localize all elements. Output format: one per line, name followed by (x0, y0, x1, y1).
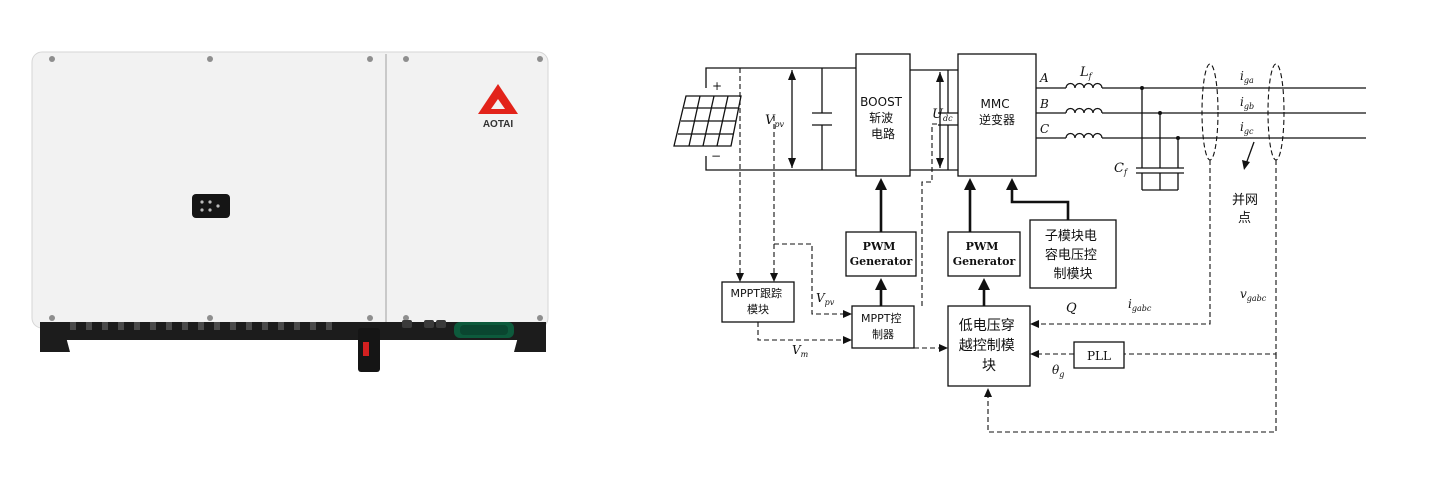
dashed-signal-lines (736, 68, 1277, 433)
vgabc-label: vgabc (1240, 287, 1267, 303)
pcc-label: 并网 点 (1232, 193, 1262, 226)
mppt-tracking-label: MPPT跟踪 模块 (731, 286, 786, 316)
reactive-power-label: Q (1066, 301, 1077, 316)
ac-output-connectors (402, 320, 446, 328)
phase-c-label: C (1040, 122, 1049, 136)
pll-block (1073, 341, 1125, 369)
mppt-controller-block (851, 305, 915, 349)
phase-b-label: B (1039, 97, 1049, 111)
boost-block-label: BOOST 斩波 电路 (860, 95, 906, 141)
brand-logo-text: AOTAI (483, 119, 514, 130)
mppt-tracking-block (721, 281, 795, 323)
inverter-screws (49, 56, 543, 321)
pwm-generator-mmc-block (947, 231, 1021, 277)
igc-label: igc (1240, 120, 1254, 136)
pv-plus-label: + (712, 79, 722, 93)
current-sensor-ellipse (1201, 63, 1219, 161)
iga-label: iga (1240, 69, 1254, 85)
filter-capacitor-label: Cf (1114, 161, 1129, 177)
filter-capacitors (1136, 86, 1184, 191)
filter-inductor-label: Lf (1079, 65, 1094, 81)
control-signal-arrows (875, 178, 1070, 306)
inverter-foot-left (40, 322, 70, 352)
vpv-feedback-label: Vpv (816, 291, 835, 307)
mmc-block-label: MMC 逆变器 (979, 97, 1015, 127)
igabc-label: igabc (1128, 297, 1152, 313)
vpv-arrow (788, 70, 796, 168)
vm-label: Vm (792, 343, 809, 359)
phase-a-label: A (1039, 71, 1049, 85)
inverter-foot-right (514, 322, 546, 352)
inverter-illustration: AOTAI (31, 51, 549, 372)
theta-label: θg (1052, 363, 1064, 379)
pll-label: PLL (1087, 349, 1111, 363)
pwm-generator-boost-block (845, 231, 917, 277)
submodule-voltage-control-label: 子模块电 容电压控 制模块 (1045, 229, 1101, 282)
dc-bus-wires (705, 67, 958, 171)
mppt-controller-label: MPPT控 制器 (861, 311, 905, 341)
led-display-icon (192, 194, 230, 218)
pcc-arrow (1242, 141, 1255, 170)
pv-panel-icon (673, 95, 742, 147)
pwm-generator-mmc-label: PWM Generator (953, 240, 1016, 268)
ac-phase-lines (1036, 82, 1366, 139)
udc-arrow (936, 72, 944, 168)
cooling-fan-icon (454, 322, 514, 338)
aotai-logo-icon (478, 84, 518, 114)
udc-label: Udc (932, 107, 953, 123)
control-block-diagram: + − Vpv Udc (673, 53, 1366, 433)
mmc-inverter-block (957, 53, 1037, 177)
submodule-voltage-control-block (1029, 219, 1117, 289)
lvrt-control-block (947, 305, 1031, 387)
dc-switch-icon (358, 328, 380, 372)
inverter-body (31, 51, 549, 329)
pv-minus-label: − (711, 149, 721, 163)
voltage-sensor-ellipse (1267, 63, 1285, 161)
dc-input-terminals (70, 322, 332, 330)
lvrt-control-label: 低电压穿 越控制模 块 (959, 318, 1019, 374)
igb-label: igb (1240, 95, 1254, 111)
boost-circuit-block (855, 53, 911, 177)
pwm-generator-boost-label: PWM Generator (850, 240, 913, 268)
vpv-label: Vpv (765, 113, 785, 129)
